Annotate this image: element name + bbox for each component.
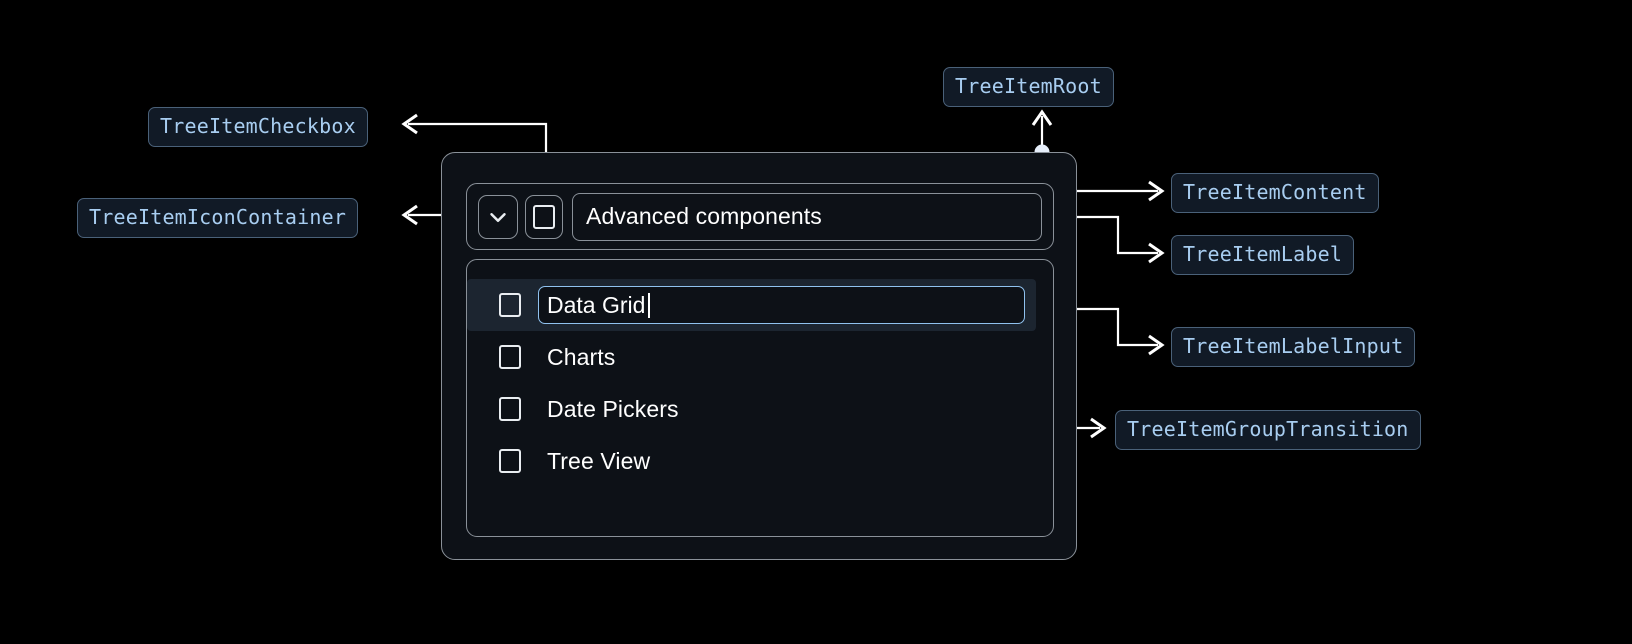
checkbox-box-icon[interactable]: [499, 397, 521, 421]
tree-child-label: Date Pickers: [547, 395, 679, 422]
tree-item-label-input[interactable]: Data Grid: [538, 286, 1025, 324]
tree-child-label: Charts: [547, 343, 616, 370]
tree-item-label-text: Advanced components: [586, 203, 822, 229]
tree-item-group-transition: Data Grid Charts Date Pickers Tree View: [466, 259, 1054, 537]
arrowhead-checkbox: [401, 113, 418, 135]
chevron-down-icon: [485, 204, 511, 230]
badge-tree-item-checkbox: TreeItemCheckbox: [148, 107, 368, 147]
tree-child-row-data-grid[interactable]: Data Grid: [467, 279, 1036, 331]
arrowhead-icon-container: [401, 204, 418, 226]
checkbox-box-icon[interactable]: [499, 293, 521, 317]
tree-item-label-input-value: Data Grid: [547, 291, 646, 318]
tree-item-checkbox[interactable]: [525, 194, 563, 239]
badge-tree-item-label-input: TreeItemLabelInput: [1171, 327, 1416, 367]
badge-tree-item-root: TreeItemRoot: [943, 67, 1114, 107]
tree-child-row-tree-view[interactable]: Tree View: [467, 435, 1053, 487]
badge-tree-item-group-transition: TreeItemGroupTransition: [1115, 410, 1421, 450]
arrowhead-group-transition: [1090, 417, 1107, 439]
badge-tree-item-icon-container: TreeItemIconContainer: [77, 198, 359, 238]
tree-item-root[interactable]: Advanced components Data Grid Charts Dat…: [441, 152, 1077, 560]
tree-item-content[interactable]: Advanced components: [466, 183, 1054, 250]
checkbox-box-icon[interactable]: [499, 449, 521, 473]
tree-item-icon-container[interactable]: [478, 194, 518, 239]
text-caret: [648, 292, 651, 318]
checkbox-box-icon[interactable]: [499, 345, 521, 369]
arrowhead-label-input: [1148, 334, 1165, 356]
arrowhead-root: [1031, 109, 1053, 126]
tree-item-label[interactable]: Advanced components: [572, 192, 1042, 241]
tree-child-label: Tree View: [547, 447, 651, 474]
checkbox-box-icon: [533, 204, 555, 229]
badge-tree-item-content: TreeItemContent: [1171, 173, 1379, 213]
arrowhead-content: [1148, 180, 1165, 202]
tree-child-row-charts[interactable]: Charts: [467, 331, 1053, 383]
arrowhead-label: [1148, 242, 1165, 264]
badge-tree-item-label: TreeItemLabel: [1171, 235, 1355, 275]
tree-child-row-date-pickers[interactable]: Date Pickers: [467, 383, 1053, 435]
